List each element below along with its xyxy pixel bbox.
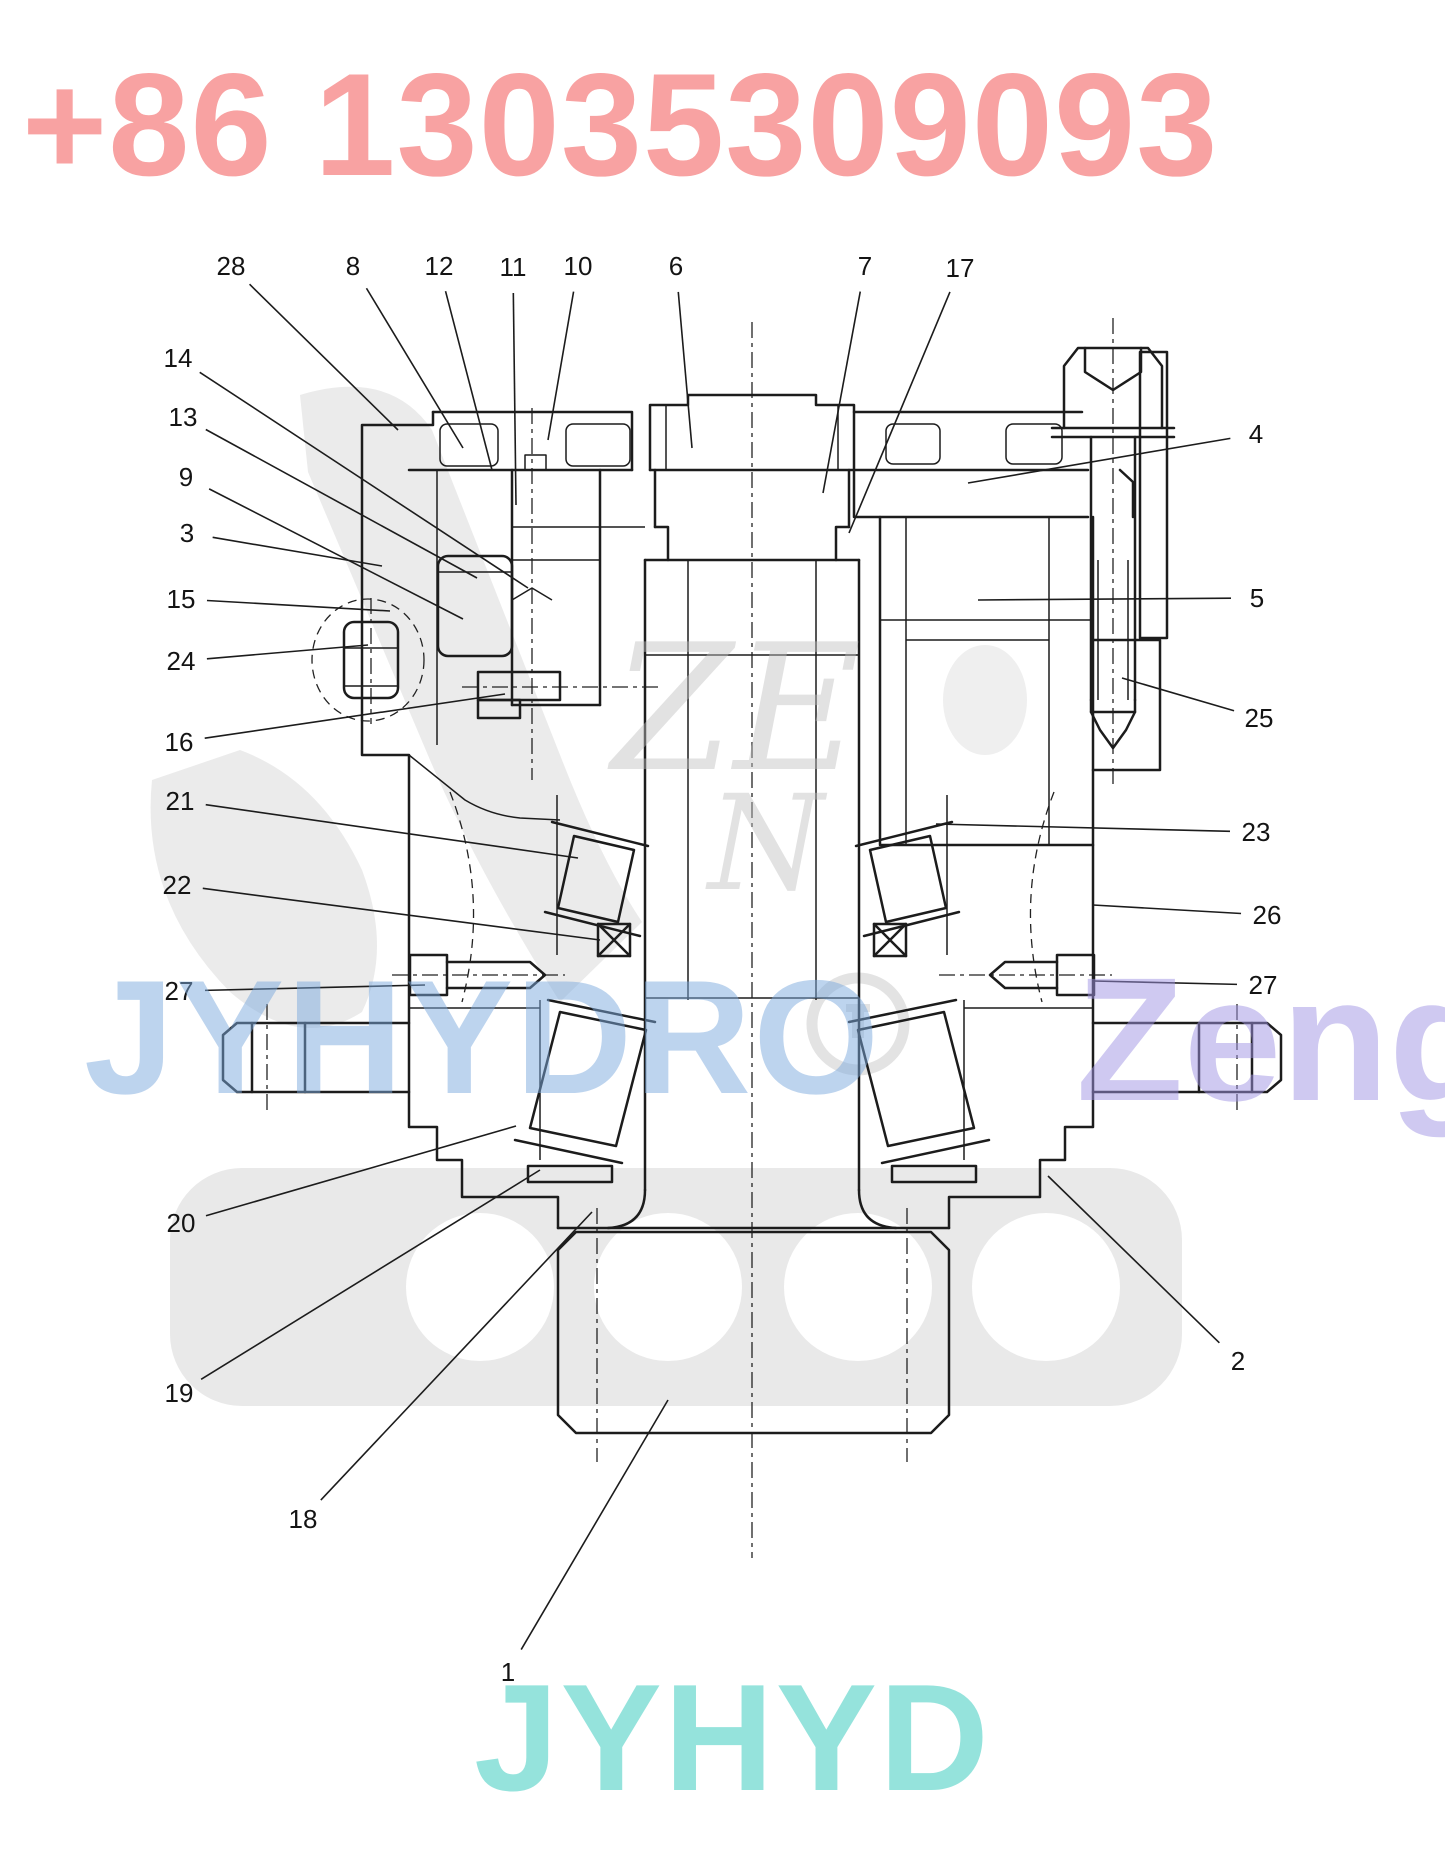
leader-line-2 xyxy=(1047,1175,1220,1344)
phone-number-banner: +86 13035309093 xyxy=(22,43,1219,206)
callout-number-14: 14 xyxy=(164,343,193,373)
callout-12: 12 xyxy=(425,251,493,471)
watermark-n-monogram: N xyxy=(708,767,824,921)
leader-line-13 xyxy=(205,428,478,579)
callout-25: 25 xyxy=(1121,677,1274,733)
callout-number-26: 26 xyxy=(1253,900,1282,930)
callout-15: 15 xyxy=(167,584,391,614)
callout-4: 4 xyxy=(967,419,1263,484)
callout-21: 21 xyxy=(166,786,579,859)
leader-line-5 xyxy=(977,597,1232,601)
callout-24: 24 xyxy=(167,644,369,676)
callout-10: 10 xyxy=(547,251,593,441)
callout-8: 8 xyxy=(346,251,464,449)
callout-23: 23 xyxy=(935,817,1271,847)
callout-7: 7 xyxy=(822,251,872,494)
leader-line-8 xyxy=(365,287,464,449)
leader-line-6 xyxy=(677,291,693,449)
callout-6: 6 xyxy=(669,251,693,449)
leader-line-16 xyxy=(204,693,506,740)
leader-line-26 xyxy=(1092,904,1242,915)
callout-3: 3 xyxy=(180,518,383,567)
leader-line-21 xyxy=(205,803,579,859)
leader-line-9 xyxy=(208,488,464,620)
callout-number-7: 7 xyxy=(858,251,872,281)
callout-13: 13 xyxy=(169,402,478,579)
leader-line-4 xyxy=(967,437,1231,484)
leader-line-27 xyxy=(204,984,426,992)
leader-line-20 xyxy=(205,1125,517,1217)
callout-number-19: 19 xyxy=(165,1378,194,1408)
leader-line-3 xyxy=(212,536,383,567)
callout-number-27: 27 xyxy=(1249,970,1278,1000)
callout-16: 16 xyxy=(165,693,506,757)
leader-line-15 xyxy=(206,599,391,612)
callout-number-20: 20 xyxy=(167,1208,196,1238)
callout-number-11: 11 xyxy=(500,252,527,282)
callout-number-17: 17 xyxy=(946,253,975,283)
callout-number-3: 3 xyxy=(180,518,194,548)
excavator-watermark xyxy=(150,386,1182,1406)
callout-number-12: 12 xyxy=(425,251,454,281)
callout-number-18: 18 xyxy=(289,1504,318,1534)
callout-number-9: 9 xyxy=(179,462,193,492)
callout-number-5: 5 xyxy=(1250,583,1264,613)
callout-number-25: 25 xyxy=(1245,703,1274,733)
callout-22: 22 xyxy=(163,870,601,941)
callout-27: 27 xyxy=(165,976,426,1006)
watermark-ze-monogram: ZE xyxy=(612,608,862,811)
callout-14: 14 xyxy=(164,343,529,589)
callout-28: 28 xyxy=(217,251,399,431)
callout-number-4: 4 xyxy=(1249,419,1263,449)
callout-number-15: 15 xyxy=(167,584,196,614)
leader-line-12 xyxy=(444,290,493,471)
leader-line-27 xyxy=(1093,980,1238,986)
leader-line-1 xyxy=(520,1399,669,1650)
callout-17: 17 xyxy=(848,253,975,534)
callout-20: 20 xyxy=(167,1125,517,1238)
callout-26: 26 xyxy=(1092,900,1282,930)
callout-19: 19 xyxy=(165,1169,541,1408)
callout-number-21: 21 xyxy=(166,786,195,816)
callout-number-2: 2 xyxy=(1231,1346,1245,1376)
callout-18: 18 xyxy=(289,1211,593,1534)
callout-number-10: 10 xyxy=(564,251,593,281)
callout-number-1: 1 xyxy=(501,1657,515,1687)
leader-line-24 xyxy=(206,644,369,660)
callout-number-16: 16 xyxy=(165,727,194,757)
leader-line-7 xyxy=(822,291,862,494)
leader-line-10 xyxy=(547,291,575,441)
callout-27: 27 xyxy=(1093,970,1278,1000)
hidden-lines xyxy=(311,598,1055,1003)
callout-number-28: 28 xyxy=(217,251,246,281)
leader-line-14 xyxy=(199,371,529,589)
leader-line-25 xyxy=(1121,677,1235,712)
leader-line-28 xyxy=(248,283,399,431)
callout-number-24: 24 xyxy=(167,646,196,676)
callout-2: 2 xyxy=(1047,1175,1245,1376)
callout-number-6: 6 xyxy=(669,251,683,281)
callout-1: 1 xyxy=(501,1399,669,1687)
callout-5: 5 xyxy=(977,583,1264,613)
callout-number-27: 27 xyxy=(165,976,194,1006)
leader-line-22 xyxy=(202,887,601,941)
callout-number-13: 13 xyxy=(169,402,198,432)
callout-number-8: 8 xyxy=(346,251,360,281)
callout-number-23: 23 xyxy=(1242,817,1271,847)
callout-11: 11 xyxy=(500,252,527,506)
callout-9: 9 xyxy=(179,462,464,620)
leader-line-11 xyxy=(512,292,517,506)
detail-lines xyxy=(344,405,1129,1160)
leader-line-18 xyxy=(320,1211,593,1501)
main-outline xyxy=(221,346,1283,1435)
leader-line-19 xyxy=(200,1169,541,1381)
callout-number-22: 22 xyxy=(163,870,192,900)
leader-line-23 xyxy=(935,823,1231,833)
leader-line-17 xyxy=(848,291,951,534)
